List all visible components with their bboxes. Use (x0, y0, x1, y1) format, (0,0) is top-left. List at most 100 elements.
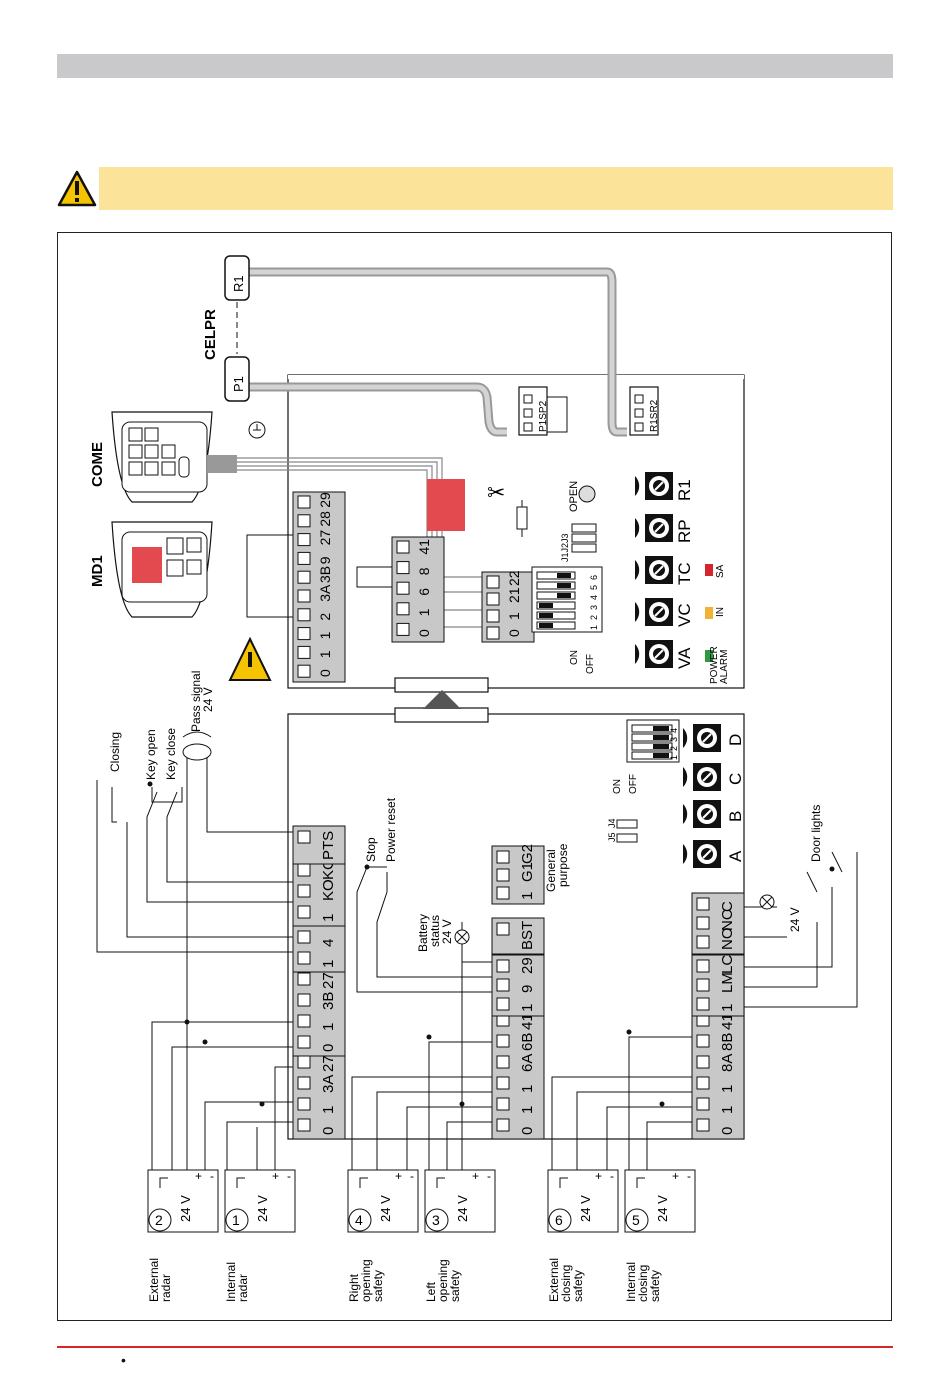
terminal-stop-label: 1 (519, 1004, 536, 1012)
terminal-bst-screw[interactable] (496, 922, 510, 936)
sensor-voltage: 24 V (378, 1195, 393, 1222)
dip-slot[interactable] (631, 751, 673, 760)
open-button[interactable] (578, 485, 596, 503)
svg-text:5: 5 (589, 585, 599, 590)
upper-small-screw[interactable] (486, 609, 500, 623)
svg-text:-: - (210, 1169, 214, 1183)
upper-small-screw[interactable] (486, 626, 500, 640)
upper-main-screw[interactable] (297, 589, 311, 603)
sensor-name: safety (571, 1270, 585, 1302)
terminal-1-ko-kc-screw[interactable] (297, 884, 311, 898)
terminal-stop-screw[interactable] (496, 997, 510, 1011)
upper-mid-screw[interactable] (396, 602, 410, 616)
terminal-closing-screw[interactable] (696, 1097, 710, 1111)
terminal-opening-label: 6B (519, 1033, 536, 1051)
terminal-opening-screw[interactable] (496, 1118, 510, 1132)
upper-main-screw[interactable] (297, 664, 311, 678)
upper-main-screw[interactable] (297, 495, 311, 509)
terminal-general-screw[interactable] (496, 868, 510, 882)
svg-text:purpose: purpose (556, 843, 570, 887)
upper-mid-screw[interactable] (396, 622, 410, 636)
dip-slot[interactable] (536, 571, 576, 580)
svg-text:24 V: 24 V (440, 919, 454, 944)
terminal-lm-screw[interactable] (696, 997, 710, 1011)
terminal-opening-screw[interactable] (496, 1076, 510, 1090)
upper-main-screw[interactable] (297, 570, 311, 584)
terminal-1-ko-kc-screw[interactable] (297, 863, 311, 877)
upper-mid-screw[interactable] (396, 540, 410, 554)
terminal-stop-label: 29 (519, 957, 536, 974)
dip-slot[interactable] (536, 611, 576, 620)
dip-slot[interactable] (536, 621, 576, 630)
terminal-0-1-3a-27-label: 27 (320, 1055, 337, 1072)
upper-small-terminal-label: 1 (506, 612, 522, 620)
dip-slot[interactable] (631, 742, 673, 751)
dip-slot[interactable] (631, 733, 673, 742)
terminal-0-1-3a-27-screw[interactable] (297, 1055, 311, 1069)
dip-slot[interactable] (536, 601, 576, 610)
sensor-name: External (547, 1258, 561, 1302)
upper-small-screw[interactable] (486, 575, 500, 589)
terminal-lm-screw[interactable] (696, 959, 710, 973)
upper-main-terminal-label: 3A (317, 584, 333, 602)
dip-slot[interactable] (536, 581, 576, 590)
terminal-1-4-screw[interactable] (297, 951, 311, 965)
terminal-opening-screw[interactable] (496, 1034, 510, 1048)
terminal-1-4-screw[interactable] (297, 930, 311, 944)
upper-mid-screw[interactable] (396, 561, 410, 575)
terminal-opening-screw[interactable] (496, 1055, 510, 1069)
terminal-0-1-3b-27-screw[interactable] (297, 1014, 311, 1028)
svg-text:ON: ON (569, 650, 580, 665)
terminal-0-1-3b-27-screw[interactable] (297, 972, 311, 986)
terminal-closing-screw[interactable] (696, 1055, 710, 1069)
terminal-0-1-3b-27-screw[interactable] (297, 1035, 311, 1049)
upper-small-terminal-label: 0 (506, 629, 522, 637)
upper-mid-screw[interactable] (396, 581, 410, 595)
upper-main-screw[interactable] (297, 514, 311, 528)
upper-small-terminal-label: 22 (506, 570, 522, 586)
lamp-icon (759, 894, 775, 910)
terminal-1-ko-kc-screw[interactable] (297, 905, 311, 919)
terminal-stop-screw[interactable] (496, 978, 510, 992)
sensor-name: radar (159, 1274, 173, 1302)
terminal-0-1-3a-27-screw[interactable] (297, 1076, 311, 1090)
terminal-general-screw[interactable] (496, 850, 510, 864)
svg-text:+: + (595, 1169, 602, 1183)
jumpers-upper-label: J1J2J3 (560, 533, 570, 562)
upper-main-screw[interactable] (297, 608, 311, 622)
closing-label: Closing (108, 732, 122, 772)
terminal-stop-screw[interactable] (496, 959, 510, 973)
terminal-closing-screw[interactable] (696, 1076, 710, 1090)
sensor-name: safety (371, 1270, 385, 1302)
terminal-lights-screw[interactable] (696, 916, 710, 930)
terminal-0-1-3b-27-screw[interactable] (297, 993, 311, 1007)
upper-main-screw[interactable] (297, 645, 311, 659)
terminal-general-screw[interactable] (496, 886, 510, 900)
terminal-0-1-3a-27-screw[interactable] (297, 1118, 311, 1132)
upper-main-screw[interactable] (297, 627, 311, 641)
terminal-lights-screw[interactable] (696, 897, 710, 911)
knob-label: B (726, 811, 745, 822)
svg-text:ON: ON (612, 779, 623, 794)
terminal-general-label: G1 (519, 862, 536, 882)
terminal-lights-screw[interactable] (696, 935, 710, 949)
sensor-voltage: 24 V (178, 1195, 193, 1222)
terminal-closing-screw[interactable] (696, 1118, 710, 1132)
sa-led (705, 564, 713, 576)
dip-slot[interactable] (536, 591, 576, 600)
upper-small-screw[interactable] (486, 592, 500, 606)
sensor-name: closing (636, 1265, 650, 1302)
upper-main-screw[interactable] (297, 551, 311, 565)
terminal-pts-screw[interactable] (297, 830, 311, 844)
svg-text:POWER: POWER (709, 646, 720, 684)
stop-label: Stop (364, 837, 378, 862)
terminal-0-1-3a-27-screw[interactable] (297, 1097, 311, 1111)
terminal-lm-screw[interactable] (696, 978, 710, 992)
terminal-opening-screw[interactable] (496, 1097, 510, 1111)
knob-label: R1 (675, 479, 694, 501)
upper-main-screw[interactable] (297, 533, 311, 547)
dip-slot[interactable] (631, 724, 673, 733)
key-close-label: Key close (164, 728, 178, 780)
terminal-closing-screw[interactable] (696, 1034, 710, 1048)
